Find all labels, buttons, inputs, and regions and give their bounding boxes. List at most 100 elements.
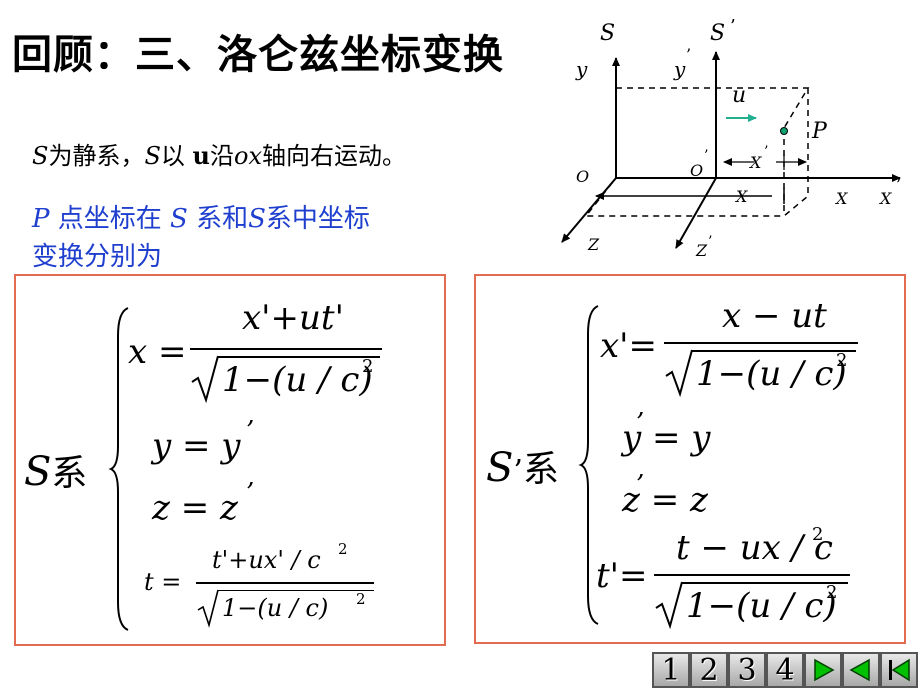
s-t-sqrt-icon — [197, 589, 219, 628]
s-x-lhs: x = — [128, 332, 187, 372]
label-xp-measure: X — [748, 153, 762, 172]
s-frame-box — [14, 274, 446, 646]
play-right-icon — [814, 658, 835, 682]
label-op: O — [690, 161, 703, 180]
p-text-b: 系和 — [187, 204, 249, 234]
sp-t-fracline — [654, 574, 850, 576]
s-z-eq: z = z — [152, 488, 238, 528]
sp-t-sqrt-icon — [655, 581, 683, 630]
intro-t3: 沿 — [210, 142, 234, 170]
label-sp-prime: ’ — [730, 16, 736, 37]
sp-y-eq: y = y — [622, 418, 711, 458]
label-p: P — [811, 119, 828, 144]
intro-text: S为静系，S以 u沿ox轴向右运动。 — [32, 136, 406, 171]
sp-t-den: 1−(u / c) — [686, 586, 837, 626]
label-yp-prime: ’ — [686, 45, 691, 64]
sp-x-fracline — [664, 342, 858, 344]
s-brace — [108, 307, 129, 631]
frame-diagram: S S ’ y y ’ u P O O ’ X ’ X X X ’ Z Z ’ — [561, 16, 901, 260]
label-xp: X — [878, 189, 892, 208]
sp-t-den-exp: 2 — [826, 582, 838, 603]
s-x-sqrt-icon — [191, 355, 219, 404]
sp-t-num-exp: 2 — [812, 524, 824, 545]
nav-first-button[interactable] — [880, 652, 918, 688]
intro-t4: 轴向右运动。 — [261, 142, 406, 170]
label-x: X — [834, 189, 848, 208]
nav-page-2-label: 2 — [699, 652, 719, 688]
p-s2: S — [248, 204, 266, 234]
s-system-xi: 系 — [51, 453, 88, 494]
sp-system-s: S — [486, 445, 514, 491]
sp-z-prime: ’ — [636, 470, 645, 500]
label-u: u — [732, 83, 746, 108]
sp-x-den-exp: 2 — [836, 350, 848, 371]
sp-t-lhs: t'= — [596, 556, 648, 596]
s-z-axis — [561, 177, 617, 243]
label-zp-prime: ’ — [708, 234, 712, 250]
p-s: S — [170, 204, 188, 234]
nav-prev-button[interactable] — [842, 652, 880, 688]
sp-x-lhs: x'= — [600, 326, 658, 366]
sp-x-sqrt-icon — [665, 349, 693, 398]
label-s: S — [600, 21, 615, 46]
nav-page-3-button[interactable]: 3 — [728, 652, 766, 688]
intro-u: u — [192, 141, 210, 170]
intro-t2: 以 — [160, 142, 193, 170]
s-t-fracline — [196, 582, 374, 584]
sp-system-prime: ’ — [513, 454, 523, 489]
s-system-label: S系 — [24, 444, 87, 496]
label-z: Z — [587, 235, 600, 254]
s-t-den-exp: 2 — [356, 590, 366, 608]
sp-z-axis — [675, 177, 717, 249]
label-xp-measure-prime: ’ — [764, 144, 768, 160]
sp-system-label: S’系 — [486, 440, 559, 492]
intro-t1: 为静系， — [48, 142, 145, 170]
nav-page-4-label: 4 — [775, 652, 795, 688]
sp-t-sqrt-bar — [682, 582, 848, 584]
s-x-num: x'+ut' — [242, 298, 344, 338]
label-yp: y — [673, 57, 686, 81]
p-coord-line2: 变换分别为 — [32, 242, 163, 272]
s-t-den: 1−(u / c) — [222, 594, 329, 622]
dash-box — [584, 88, 809, 217]
s-t-lhs: t = — [144, 568, 182, 596]
label-y: y — [575, 57, 588, 81]
dash-top — [616, 87, 810, 129]
sp-brace — [578, 305, 599, 625]
s-system-s: S — [24, 449, 52, 495]
nav-next-button[interactable] — [804, 652, 842, 688]
s-t-sqrt-bar — [218, 590, 374, 592]
s-y-eq: y = y — [152, 426, 241, 466]
p-coord-line: P 点坐标在 S 系和S系中坐标 — [32, 198, 370, 235]
s-x-den: 1−(u / c) — [222, 360, 373, 400]
point-p — [780, 127, 788, 135]
label-o: O — [576, 167, 589, 186]
nav-page-4-button[interactable]: 4 — [766, 652, 804, 688]
s-x-fracline — [190, 348, 382, 350]
sp-system-xi: 系 — [522, 449, 559, 490]
nav-page-1-label: 1 — [661, 652, 681, 688]
nav-page-1-button[interactable]: 1 — [652, 652, 690, 688]
sp-x-num: x − ut — [722, 296, 827, 336]
sp-z-eq: z = z — [622, 480, 708, 520]
skip-first-icon — [889, 658, 910, 682]
s-x-den-exp: 2 — [362, 356, 374, 377]
p-text-c: 系中坐标 — [265, 204, 370, 234]
s-y-prime: ’ — [246, 416, 255, 446]
play-left-icon — [849, 658, 870, 682]
intro-ox: ox — [234, 142, 262, 170]
page-title: 回顾：三、洛仑兹坐标变换 — [12, 32, 504, 78]
sp-y-prime: ’ — [636, 408, 645, 438]
s-x-sqrt-bar — [218, 356, 380, 358]
label-op-prime: ’ — [704, 148, 708, 164]
s-t-num: t'+ux' / c — [212, 546, 321, 574]
intro-s2: S — [144, 142, 161, 170]
label-xp-prime: ’ — [896, 175, 901, 194]
sp-x-den: 1−(u / c) — [696, 354, 847, 394]
label-sp: S — [710, 21, 725, 46]
s-t-num-exp: 2 — [338, 540, 348, 558]
intro-s1: S — [32, 142, 49, 170]
nav-page-2-button[interactable]: 2 — [690, 652, 728, 688]
s-z-prime: ’ — [246, 478, 255, 508]
p-label: P — [32, 204, 50, 234]
